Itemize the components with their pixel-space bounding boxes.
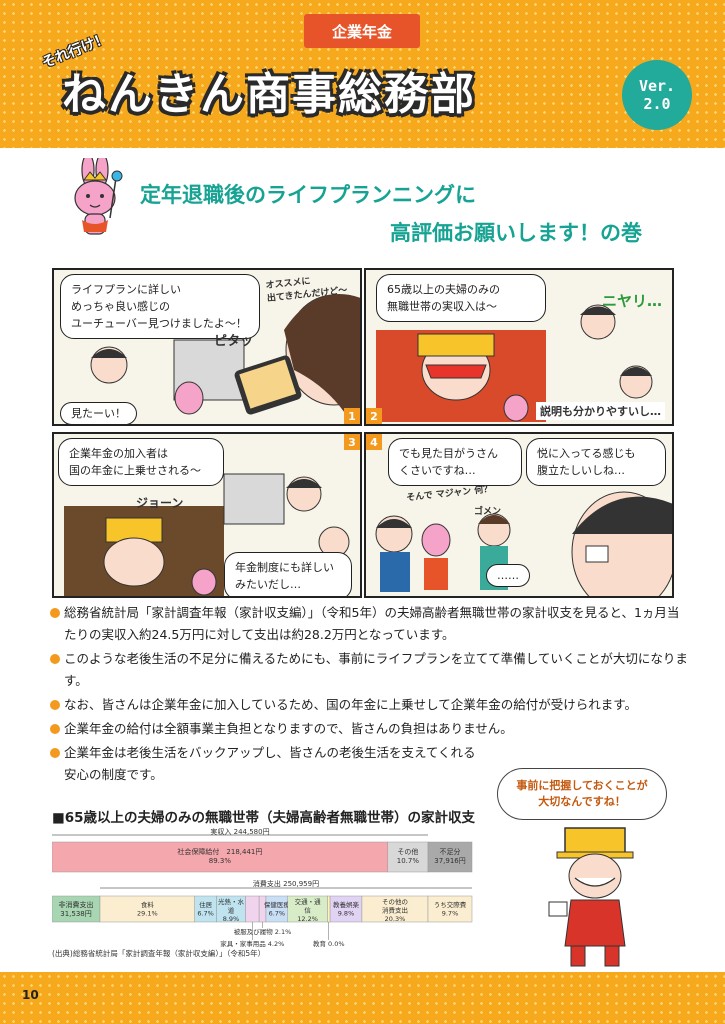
- table-title: ■65歳以上の夫婦のみの無職世帯（夫婦高齢者無職世帯）の家計収支: [52, 810, 476, 826]
- expenditure-label-consumption-7: 教育 0.0%: [313, 939, 345, 948]
- data-source-note: (出典)総務省統計局「家計調査年報（家計収支編）」（令和5年）: [52, 949, 266, 958]
- panel-1-sound-effect: ピタッ: [214, 334, 254, 349]
- income-total-label: 実収入 244,580円: [210, 827, 269, 836]
- bullet-security: 企業年金は老後生活をバックアップし、皆さんの老後生活を支えてくれる安心の制度です…: [50, 742, 480, 786]
- panel-number-1: 1: [344, 408, 360, 424]
- income-bar-social-security: [51, 841, 389, 873]
- episode-title: 定年退職後のライフプランニングに 高評価お願いします！の巻: [140, 176, 680, 252]
- panel-number-3: 3: [344, 434, 360, 450]
- panel-2-reply-text: 説明も分かりやすいし…: [536, 402, 665, 420]
- episode-title-line1: 定年退職後のライフプランニングに: [140, 183, 476, 207]
- expenditure-bar-consumption-4: [258, 895, 267, 923]
- panel-4-apology-text: ゴメン: [474, 507, 502, 517]
- expenditure-bar-consumption-9: [361, 895, 429, 923]
- life-character-icon: [548, 827, 634, 967]
- panel-3-reply-bubble: 年金制度にも詳しい みたいだし…: [224, 552, 352, 596]
- expenditure-bar-entertainment: [427, 895, 473, 923]
- page-number: 10: [22, 988, 39, 1002]
- panel-1-reply-bubble: 見たーい！: [60, 402, 137, 424]
- comic-panel-4: でも見た目がうさん くさいですね… 悦に入ってる感じも 腹立たしいしね… そんで…: [364, 432, 674, 598]
- expenditure-bar-consumption-3: [245, 895, 260, 923]
- panel-4-speech-bubble-2: 悦に入ってる感じも 腹立たしいしね…: [526, 438, 666, 486]
- panel-3-speech-bubble: 企業年金の加入者は 国の年金に上乗せされる～: [58, 438, 224, 486]
- panel-number-2: 2: [366, 408, 382, 424]
- expenditure-bar-consumption-2: [216, 895, 246, 923]
- bullet-employer-burden: 企業年金の給付は全額事業主負担となりますので、皆さんの負担はありません。: [50, 718, 690, 740]
- expenditure-total-label: 消費支出 250,959円: [253, 879, 319, 888]
- page-header: 企業年金 それ行け！ ねんきん商事総務部 Ver. 2.0: [0, 0, 725, 148]
- bullet-life-plan: このような老後生活の不足分に備えるためにも、事前にライフプランを立てて準備してい…: [50, 648, 690, 692]
- comic-panel-1: ライフプランに詳しい めっちゃ良い感じの ユーチューバー見つけましたよ～！ オス…: [52, 268, 362, 426]
- income-bar-shortfall: [427, 841, 473, 873]
- character-speech-bubble: 事前に把握しておくことが 大切なんですね！: [497, 768, 667, 820]
- page-footer: 10: [0, 972, 725, 1024]
- panel-1-speech-bubble: ライフプランに詳しい めっちゃ良い感じの ユーチューバー見つけましたよ～！: [60, 274, 260, 339]
- comic-panel-2: 65歳以上の夫婦のみの 無職世帯の実収入は～ ニヤリ… 説明も分かりやすいし… …: [364, 268, 674, 426]
- version-badge: Ver. 2.0: [622, 60, 692, 130]
- expenditure-label-consumption-4: 被服及び履物 2.1%: [234, 927, 292, 936]
- rabbit-mascot-icon: [74, 158, 123, 235]
- panel-number-4: 4: [366, 434, 382, 450]
- version-label: Ver.: [638, 77, 676, 95]
- panel-4-silence-bubble: ……: [486, 564, 530, 587]
- bullet-household-statistics: 総務省統計局「家計調査年報（家計収支編）」（令和5年）の夫婦高齢者無職世帯の家計…: [50, 602, 690, 646]
- bullet-corporate-pension-benefit: なお、皆さんは企業年金に加入しているため、国の年金に上乗せして企業年金の給付が受…: [50, 694, 690, 716]
- panel-3-sound-effect: ジョーン: [136, 496, 184, 510]
- expenditure-label-consumption-3: 家具・家事用品 4.2%: [220, 939, 284, 948]
- panel-2-speech-bubble: 65歳以上の夫婦のみの 無職世帯の実収入は～: [376, 274, 546, 322]
- panel-4-speech-bubble-1: でも見た目がうさん くさいですね…: [388, 438, 522, 486]
- expenditure-bar-consumption-7: [327, 895, 331, 923]
- episode-title-line2: 高評価お願いします！の巻: [390, 221, 642, 245]
- comic-panel-3: 企業年金の加入者は 国の年金に上乗せされる～ ジョーン 年金制度にも詳しい みた…: [52, 432, 362, 598]
- expenditure-bar-non-consumption: [51, 895, 101, 923]
- series-title: ねんきん商事総務部: [62, 69, 476, 120]
- version-number: 2.0: [643, 95, 671, 113]
- explanation-body: 総務省統計局「家計調査年報（家計収支編）」（令和5年）の夫婦高齢者無職世帯の家計…: [50, 602, 690, 788]
- expenditure-bar-consumption-0: [99, 895, 195, 923]
- category-tag: 企業年金: [304, 14, 420, 48]
- expenditure-bar-consumption-6: [287, 895, 328, 923]
- panel-2-sound-effect: ニヤリ…: [602, 292, 663, 310]
